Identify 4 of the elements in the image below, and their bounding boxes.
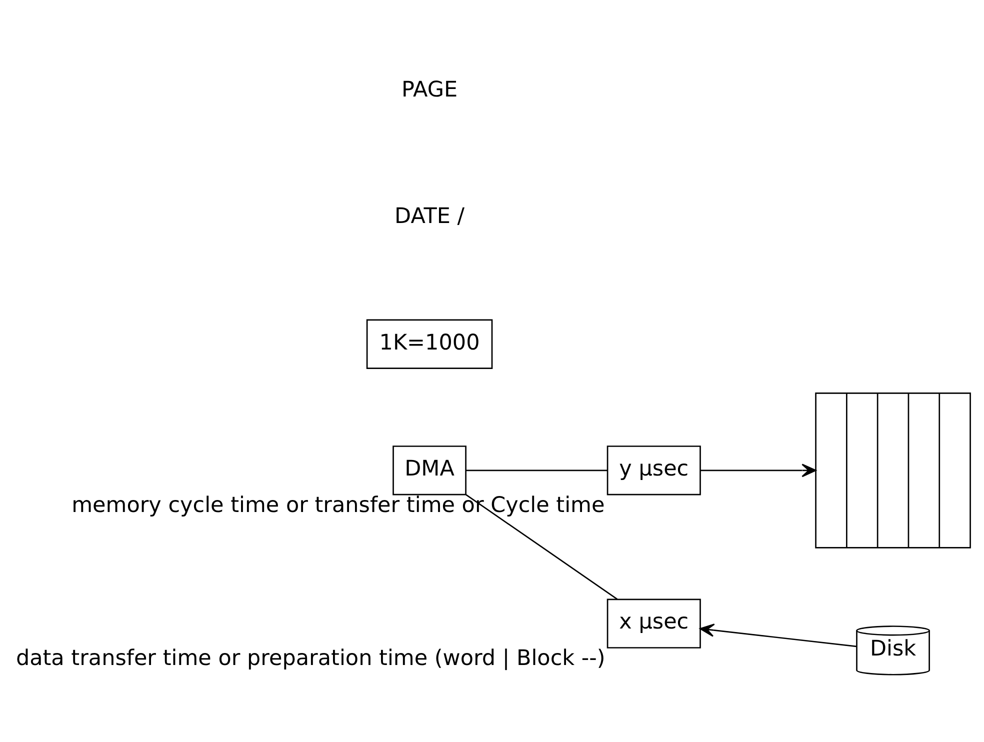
node-label: memory cycle time or transfer time or Cycle time xyxy=(72,492,605,518)
label: PAGE xyxy=(401,78,458,103)
node-label: data transfer time or preparation time (word | Block --) xyxy=(16,646,606,671)
label: DATE / xyxy=(394,204,465,229)
